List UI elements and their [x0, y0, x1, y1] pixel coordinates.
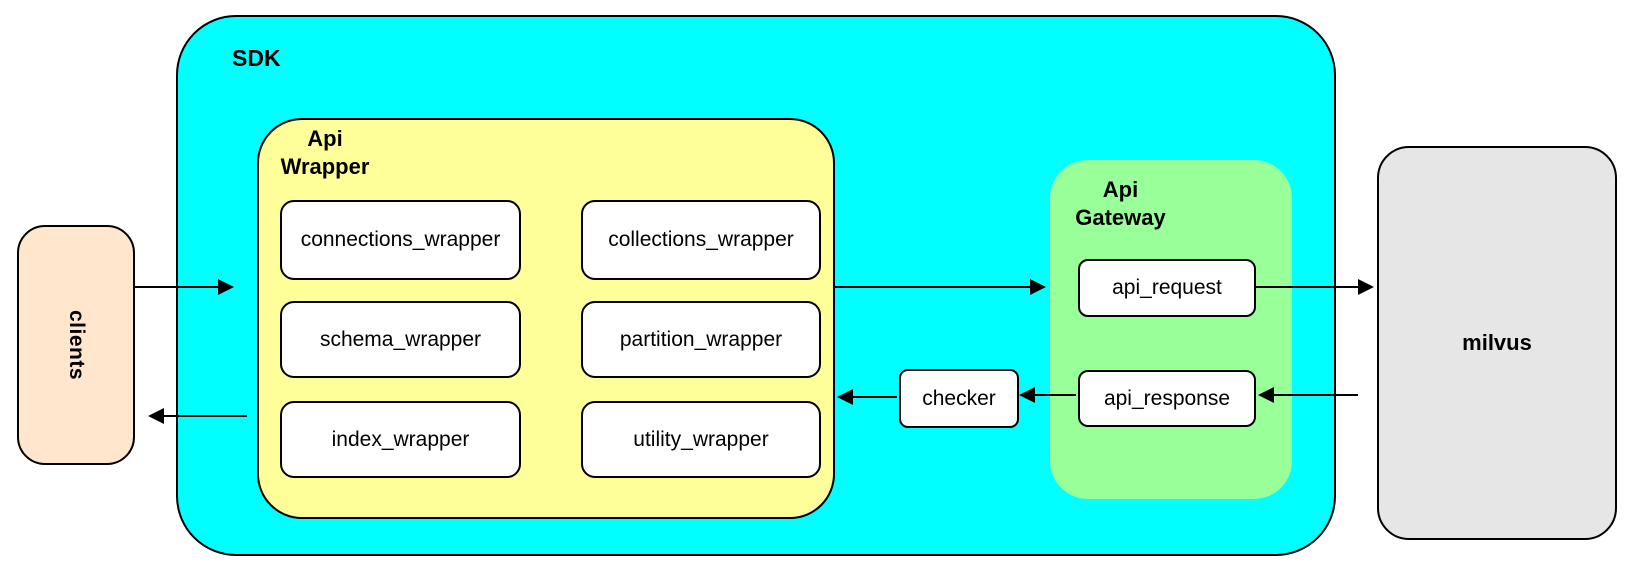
milvus-box: milvus — [1377, 146, 1617, 540]
api-wrapper-container: Api Wrapper connections_wrapper collecti… — [257, 118, 835, 519]
arrow-response-to-checker — [1019, 387, 1076, 403]
index-wrapper-box: index_wrapper — [280, 401, 521, 478]
schema-wrapper-box: schema_wrapper — [280, 301, 521, 378]
arrow-checker-to-wrapper — [837, 389, 897, 405]
collections-wrapper-box: collections_wrapper — [581, 200, 821, 280]
clients-box: clients — [17, 225, 135, 465]
arrow-request-to-milvus — [1254, 279, 1374, 295]
api-wrapper-label: Api Wrapper — [280, 126, 370, 179]
clients-label: clients — [65, 309, 88, 381]
arrow-sdk-to-clients — [148, 408, 247, 424]
connections-wrapper-box: connections_wrapper — [280, 200, 521, 280]
arrow-wrapper-to-gateway — [833, 279, 1046, 295]
arrow-clients-to-sdk — [135, 279, 234, 295]
api-gateway-label: Api Gateway — [1075, 177, 1166, 230]
api-response-box: api_response — [1078, 370, 1256, 427]
checker-box: checker — [899, 369, 1019, 428]
api-gateway-container: Api Gateway api_request api_response — [1050, 160, 1292, 499]
partition-wrapper-box: partition_wrapper — [581, 301, 821, 378]
sdk-label: SDK — [232, 45, 281, 71]
api-request-box: api_request — [1078, 259, 1256, 317]
sdk-container: SDK Api Wrapper connections_wrapper coll… — [176, 15, 1336, 556]
utility-wrapper-box: utility_wrapper — [581, 401, 821, 478]
arrow-milvus-to-response — [1258, 387, 1358, 403]
